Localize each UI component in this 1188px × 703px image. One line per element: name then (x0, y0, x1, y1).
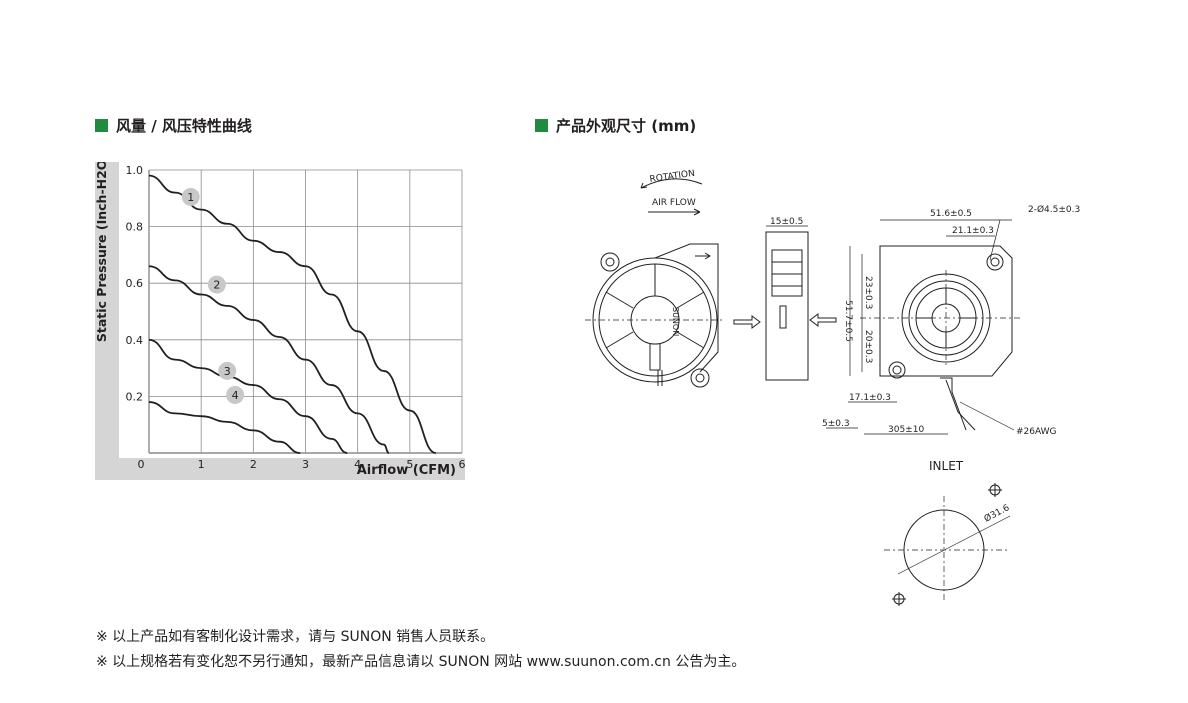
y-axis-label: Static Pressure (Inch-H2O) (95, 162, 109, 342)
x-tick-label: 6 (459, 458, 466, 471)
rotation-label: ROTATION (649, 169, 696, 185)
brand-label: SUNON (671, 307, 680, 336)
dim-bottom-offset: 17.1±0.3 (849, 393, 891, 403)
inlet-view (884, 483, 1011, 606)
y-tick-label: 0.2 (126, 390, 144, 403)
side-view (733, 225, 837, 381)
dim-wire: #26AWG (1016, 427, 1057, 437)
front-view (592, 243, 719, 388)
curve-marker-label-1: 1 (187, 191, 194, 204)
curve-section-title: 风量 / 风压特性曲线 (116, 117, 252, 135)
x-tick-label: 1 (198, 458, 205, 471)
note-custom-design: ※ 以上产品如有客制化设计需求，请与 SUNON 销售人员联系。 (96, 629, 495, 645)
curve-4 (148, 401, 301, 454)
curve-2 (148, 265, 390, 454)
x-axis-label: Airflow (CFM) (357, 463, 456, 478)
inlet-label: INLET (929, 459, 964, 473)
dim-lead-offset: 5±0.3 (822, 419, 850, 429)
airflow-label: AIR FLOW (652, 198, 696, 208)
plot-background (119, 162, 465, 458)
dim-height-top: 23±0.3 (863, 276, 873, 309)
y-tick-label: 0.8 (126, 221, 144, 234)
x-tick-label: 0 (138, 458, 145, 471)
dim-lead-length: 305±10 (888, 425, 924, 435)
dimension-section-header: 产品外观尺寸 (mm) (535, 115, 696, 136)
x-tick-label: 4 (354, 458, 361, 471)
green-square-icon (95, 119, 108, 132)
dim-width: 51.6±0.5 (930, 209, 972, 219)
dim-holes: 2-Ø4.5±0.3 (1028, 204, 1080, 215)
curve-marker-2 (207, 275, 226, 294)
x-tick-label: 5 (406, 458, 413, 471)
dim-inlet-diameter: Ø31.6 (982, 502, 1011, 525)
curve-marker-1 (181, 187, 200, 206)
curve-3 (148, 338, 348, 454)
x-tick-label: 3 (302, 458, 309, 471)
airflow-arrow (648, 208, 701, 216)
curve-marker-label-3: 3 (224, 365, 231, 378)
y-tick-label: 1.0 (126, 164, 144, 177)
dimension-section-title: 产品外观尺寸 (mm) (556, 117, 697, 135)
y-tick-label: 0.6 (126, 277, 144, 290)
dim-thickness: 15±0.5 (770, 217, 803, 227)
curve-1 (148, 174, 437, 454)
green-square-icon (535, 119, 548, 132)
dim-hole-offset: 21.1±0.3 (952, 226, 994, 236)
curve-marker-3 (218, 361, 237, 380)
x-tick-label: 2 (250, 458, 257, 471)
curve-marker-label-4: 4 (232, 389, 239, 402)
curve-section-header: 风量 / 风压特性曲线 (95, 115, 252, 136)
curve-marker-label-2: 2 (213, 279, 220, 292)
y-tick-label: 0.4 (126, 334, 144, 347)
dim-height-total: 51.7±0.5 (843, 300, 853, 342)
rotation-arrow (640, 178, 703, 189)
dimension-drawing: ROTATION AIR FLOW SUNON 15±0.5 51.6±0.5 … (585, 169, 1080, 606)
note-spec-change: ※ 以上规格若有变化恕不另行通知，最新产品信息请以 SUNON 网站 www.s… (96, 654, 746, 670)
curve-marker-4 (226, 385, 245, 404)
dim-height-bottom: 20±0.3 (863, 330, 873, 363)
rotation-arrow-head (640, 182, 648, 189)
